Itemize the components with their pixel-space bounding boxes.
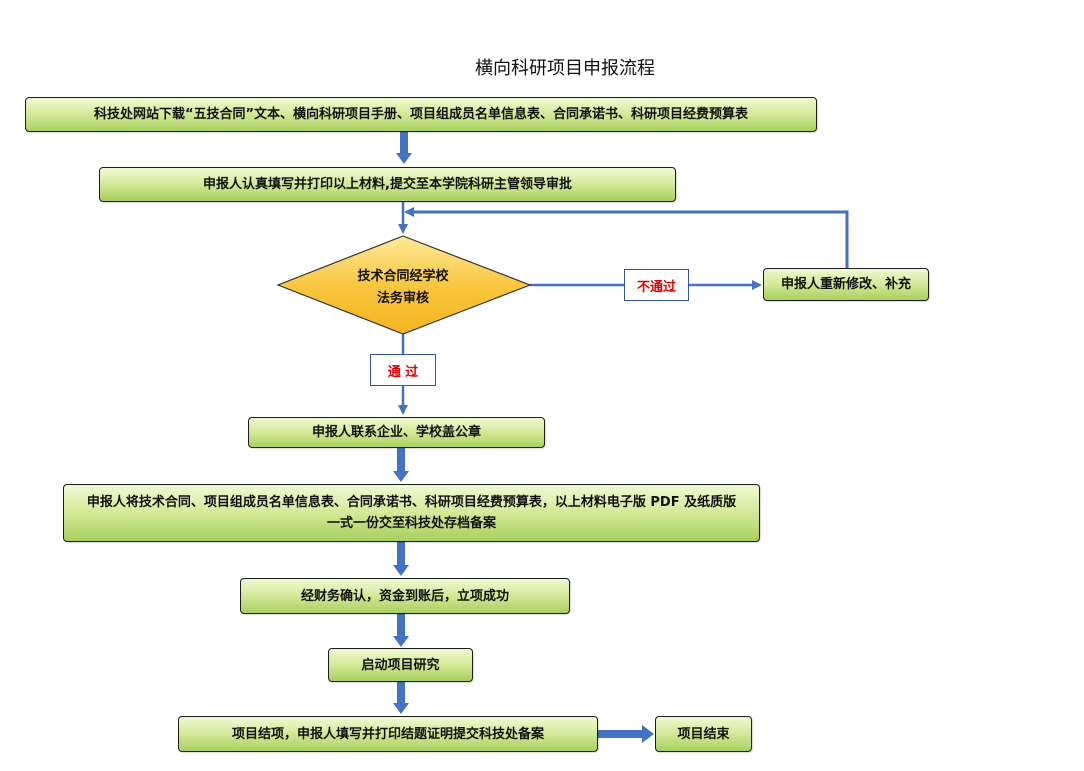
pass-label: 通 过 [370, 354, 436, 386]
arrow-s6-s7 [393, 682, 409, 714]
step-funding-confirm: 经财务确认，资金到账后，立项成功 [240, 578, 570, 614]
arrow-s1-s2 [396, 132, 412, 164]
pass-label-text: 通 过 [387, 364, 419, 380]
reject-label: 不通过 [624, 269, 689, 301]
decision-diamond [276, 235, 532, 335]
step-revise: 申报人重新修改、补充 [763, 268, 929, 301]
decision-text: 技术合同经学校 法务审核 [318, 266, 488, 310]
page-title: 横向科研项目申报流程 [475, 58, 655, 79]
arrow-s5-s6 [393, 614, 409, 647]
step-company-seal: 申报人联系企业、学校盖公章 [248, 417, 545, 448]
step-end-text: 项目结束 [677, 726, 730, 742]
decision-line-1: 技术合同经学校 [357, 269, 449, 284]
step-download-forms: 科技处网站下载“五技合同”文本、横向科研项目手册、项目组成员名单信息表、合同承诺… [25, 97, 817, 132]
step-company-seal-text: 申报人联系企业、学校盖公章 [311, 425, 481, 440]
step-closing: 项目结项，申报人填写并打印结题证明提交科技处备案 [178, 716, 598, 752]
arrow-s3-s4 [393, 448, 409, 482]
step-archive-text-2: 一式一份交至科技处存档备案 [326, 516, 496, 531]
step-archive-text-1: 申报人将技术合同、项目组成员名单信息表、合同承诺书、科研项目经费预算表，以上材料… [86, 495, 737, 510]
step-archive: 申报人将技术合同、项目组成员名单信息表、合同承诺书、科研项目经费预算表，以上材料… [63, 484, 760, 542]
arrow-s4-s5 [393, 542, 409, 576]
step-end: 项目结束 [655, 716, 752, 752]
decision-line-2: 法务审核 [376, 291, 429, 306]
arrow-s7-end [598, 725, 654, 743]
step-download-forms-text: 科技处网站下载“五技合同”文本、横向科研项目手册、项目组成员名单信息表、合同承诺… [93, 107, 749, 122]
step-funding-confirm-text: 经财务确认，资金到账后，立项成功 [300, 588, 509, 604]
step-revise-text: 申报人重新修改、补充 [780, 277, 911, 292]
step-fill-submit: 申报人认真填写并打印以上材料,提交至本学院科研主管领导审批 [99, 167, 676, 202]
step-start-research: 启动项目研究 [328, 648, 473, 682]
reject-label-text: 不通过 [636, 279, 676, 295]
step-start-research-text: 启动项目研究 [361, 657, 440, 673]
step-fill-submit-text: 申报人认真填写并打印以上材料,提交至本学院科研主管领导审批 [203, 177, 572, 192]
step-closing-text: 项目结项，申报人填写并打印结题证明提交科技处备案 [231, 726, 544, 742]
